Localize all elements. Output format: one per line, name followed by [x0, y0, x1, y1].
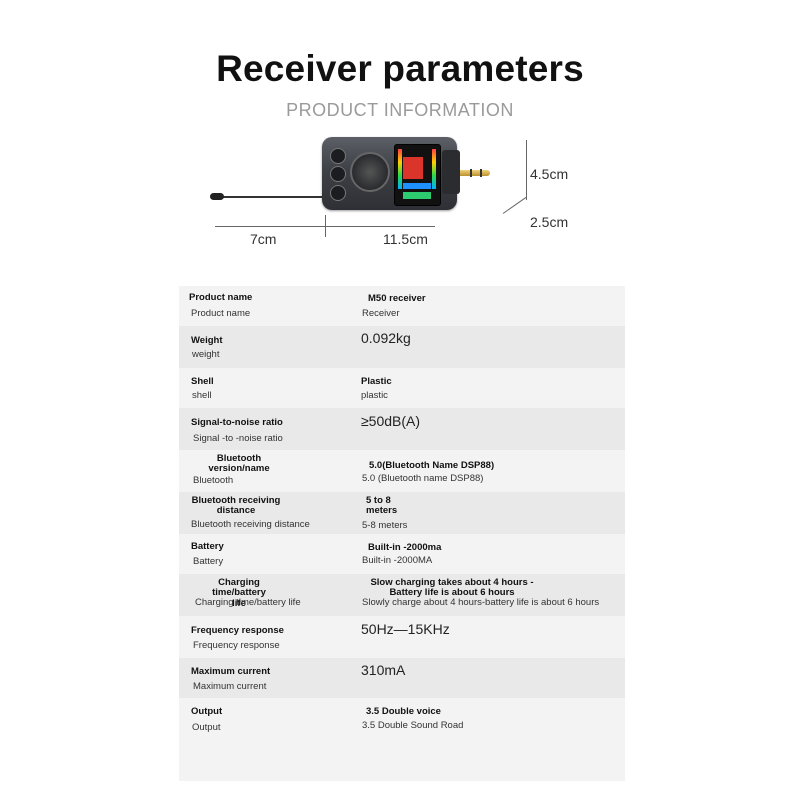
level-meter-left [398, 149, 402, 189]
jack-housing [442, 150, 460, 194]
spec-label: Bluetooth receiving distance [191, 495, 281, 517]
bluetooth-button-icon [330, 185, 346, 201]
display-screen [394, 144, 441, 206]
spec-label: Shell [191, 376, 214, 387]
jack-ring [470, 169, 472, 177]
spec-table: Product name Product name M50 receiver R… [179, 286, 625, 781]
spec-value: 5 to 8 meters [366, 495, 398, 517]
level-meter-right [432, 149, 436, 189]
spec-value: 0.092kg [361, 330, 411, 346]
dimension-depth-label: 2.5cm [530, 214, 569, 230]
spec-label: Charging time/battery life [212, 577, 266, 609]
dimension-antenna-label: 7cm [250, 231, 277, 247]
spec-label-sub: Signal -to -noise ratio [193, 433, 283, 444]
spec-row-weight: Weight weight 0.092kg [179, 326, 625, 368]
spec-label-sub: Bluetooth [193, 475, 234, 486]
spec-label-sub: weight [192, 349, 220, 360]
spec-label-sub: Battery [193, 556, 224, 567]
spec-label-sub: Charging time/battery life [195, 597, 301, 608]
spec-value: ≥50dB(A) [361, 413, 421, 429]
spec-label-sub: Product name [191, 308, 251, 319]
spec-row-battery: Battery Battery Built-in -2000ma Built-i… [179, 534, 625, 574]
spec-row-output: Output Output 3.5 Double voice 3.5 Doubl… [179, 698, 625, 740]
spec-row-frequency: Frequency response Frequency response 50… [179, 616, 625, 658]
spec-value: Slow charging takes about 4 hours - Batt… [370, 577, 534, 599]
antenna-wire [216, 196, 326, 198]
dimension-line-height [526, 140, 527, 200]
mode-button-icon [330, 166, 346, 182]
jack-ring [480, 169, 482, 177]
spec-row-product-name: Product name Product name M50 receiver R… [179, 286, 625, 326]
spec-label: Bluetooth version/name [208, 453, 270, 475]
spec-label: Output [191, 706, 223, 717]
spec-row-charging: Charging time/battery life Charging time… [179, 574, 625, 616]
spec-label-sub: Bluetooth receiving distance [191, 519, 310, 530]
spec-label-sub: shell [192, 390, 212, 401]
page-subtitle: PRODUCT INFORMATION [286, 100, 514, 120]
spec-row-bluetooth-distance: Bluetooth receiving distance Bluetooth r… [179, 492, 625, 534]
spec-label: Frequency response [191, 625, 284, 636]
spec-row-bluetooth-version: Bluetooth version/name Bluetooth 5.0(Blu… [179, 450, 625, 492]
spec-label: Weight [191, 335, 223, 346]
spec-row-shell: Shell shell Plastic plastic [179, 368, 625, 408]
spec-value: 5.0(Bluetooth Name DSP88) [369, 460, 495, 471]
spec-value: Plastic [361, 376, 392, 387]
dimension-height-label: 4.5cm [530, 166, 569, 182]
spec-value-sub: Receiver [362, 308, 400, 319]
spec-value: M50 receiver [368, 293, 426, 304]
spec-label-sub: Frequency response [193, 640, 280, 651]
power-button-icon [330, 148, 346, 164]
display-segment-green [403, 192, 431, 199]
dimension-body-label: 11.5cm [383, 231, 428, 247]
dimension-divider [325, 215, 326, 237]
dimension-line-depth [502, 197, 527, 214]
spec-value: 50Hz—15KHz [361, 621, 450, 637]
volume-knob-icon [350, 152, 390, 192]
spec-value-sub: Built-in -2000MA [362, 555, 433, 566]
spec-value-sub: 5.0 (Bluetooth name DSP88) [362, 473, 484, 484]
spec-value-sub: 5-8 meters [362, 520, 408, 531]
spec-value: 310mA [361, 662, 406, 678]
audio-jack-icon [460, 170, 490, 176]
spec-value: Built-in -2000ma [368, 542, 442, 553]
spec-label: Product name [189, 292, 253, 303]
spec-value-sub: plastic [361, 390, 388, 401]
antenna-tip [210, 193, 224, 200]
spec-value-sub: 3.5 Double Sound Road [362, 720, 464, 731]
spec-row-snr: Signal-to-noise ratio Signal -to -noise … [179, 408, 625, 450]
spec-label: Battery [191, 541, 224, 552]
channel-display [403, 157, 423, 179]
spec-label-sub: Output [192, 722, 221, 733]
spec-label: Maximum current [191, 666, 271, 677]
spec-value-sub: Slowly charge about 4 hours-battery life… [362, 597, 600, 608]
spec-label-sub: Maximum current [193, 681, 267, 692]
page-title: Receiver parameters [216, 48, 584, 89]
spec-value: 3.5 Double voice [366, 706, 441, 717]
spec-row-max-current: Maximum current Maximum current 310mA [179, 658, 625, 698]
display-segment-blue [403, 183, 431, 189]
spec-label: Signal-to-noise ratio [191, 417, 283, 428]
